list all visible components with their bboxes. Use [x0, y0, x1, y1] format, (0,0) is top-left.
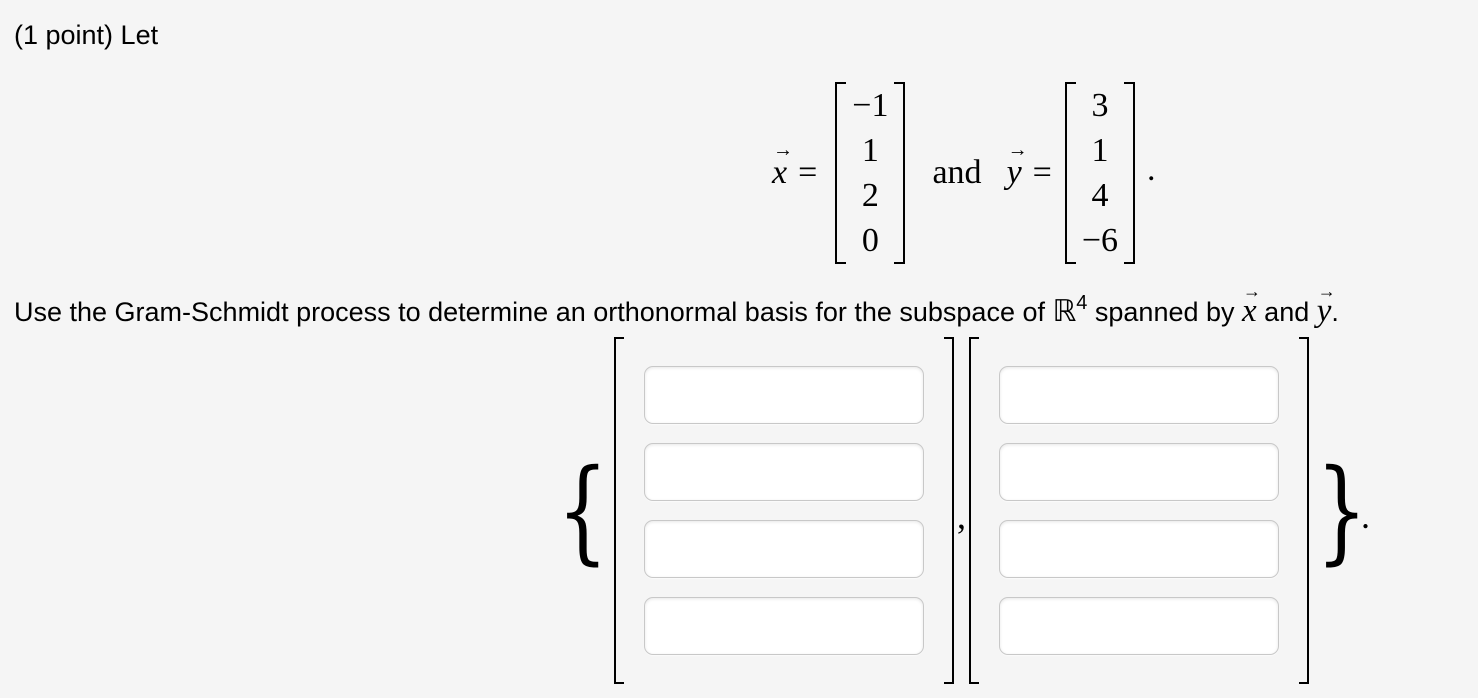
real-numbers-symbol: ℝ — [1052, 294, 1077, 329]
matrix-left-bracket — [1064, 82, 1076, 264]
vector-x-symbol-inline: →x — [1242, 282, 1261, 329]
vector-x-symbol: →x — [772, 140, 793, 191]
set-close-brace: } — [1316, 445, 1368, 576]
instruction-segment: Use the Gram-Schmidt process to determin… — [14, 297, 1053, 327]
answer-input-v1-r3[interactable] — [644, 520, 924, 578]
instruction-period: . — [1331, 297, 1339, 327]
answer-input-v2-r3[interactable] — [999, 520, 1279, 578]
vector-arrow-icon: → — [1317, 281, 1336, 301]
vector-y-symbol: →y — [1006, 140, 1028, 191]
answer-input-v1-r1[interactable] — [644, 366, 924, 424]
sentence-final-period: . — [1361, 495, 1370, 536]
instruction-text: Use the Gram-Schmidt process to determin… — [14, 282, 1339, 331]
vector-y-entry: −6 — [1081, 221, 1119, 259]
vector-y-letter: y — [1006, 154, 1022, 191]
answer-input-v2-r4[interactable] — [999, 597, 1279, 655]
vector-y-values: 3 1 4 −6 — [1076, 82, 1124, 264]
answer-vector-2 — [969, 337, 1309, 684]
matrix-right-bracket — [1299, 337, 1309, 684]
vector-arrow-icon: → — [773, 139, 793, 161]
answer-vector-1 — [614, 337, 954, 684]
answer-vector-1-entries — [624, 337, 944, 684]
equation-period: . — [1147, 151, 1156, 188]
equals-sign: = — [798, 154, 818, 191]
vector-x-entry: 0 — [861, 221, 879, 259]
vector-arrow-icon: → — [1007, 139, 1028, 161]
instruction-segment: and — [1256, 297, 1317, 327]
matrix-right-bracket — [1124, 82, 1136, 264]
vector-x-entry: 1 — [861, 131, 879, 169]
equals-sign: = — [1032, 154, 1052, 191]
vector-arrow-icon: → — [1243, 281, 1261, 301]
matrix-right-bracket — [944, 337, 954, 684]
matrix-left-bracket — [969, 337, 979, 684]
vector-y-letter: y — [1316, 293, 1332, 329]
matrix-right-bracket — [894, 82, 906, 264]
answer-input-v1-r2[interactable] — [644, 443, 924, 501]
answer-vector-2-entries — [979, 337, 1299, 684]
exponent: 4 — [1076, 292, 1088, 314]
matrix-left-bracket — [835, 82, 847, 264]
set-open-brace: { — [557, 445, 609, 576]
vector-x-letter: x — [1242, 293, 1257, 329]
answer-input-v2-r2[interactable] — [999, 443, 1279, 501]
vector-x-entry: −1 — [852, 86, 889, 124]
vector-y-symbol-inline: →y — [1316, 282, 1336, 329]
answer-input-v2-r1[interactable] — [999, 366, 1279, 424]
vector-x-letter: x — [772, 154, 788, 191]
vector-separator-comma: , — [957, 495, 966, 536]
vector-x-values: −1 1 2 0 — [846, 82, 894, 264]
vector-x-matrix: −1 1 2 0 — [835, 82, 906, 264]
vector-y-entry: 4 — [1091, 176, 1109, 214]
answer-input-v1-r4[interactable] — [644, 597, 924, 655]
vector-y-matrix: 3 1 4 −6 — [1064, 82, 1136, 264]
problem-points-label: (1 point) Let — [14, 20, 159, 50]
vector-y-entry: 1 — [1091, 131, 1109, 169]
instruction-segment: spanned by — [1087, 297, 1243, 327]
matrix-left-bracket — [614, 337, 624, 684]
vector-definition-equation: →x = −1 1 2 0 and →y = 3 1 4 −6 . — [772, 82, 1156, 264]
conjunction-text: and — [932, 154, 982, 191]
vector-y-entry: 3 — [1091, 86, 1109, 124]
answer-region: { , } . — [557, 337, 1370, 684]
vector-x-entry: 2 — [861, 176, 879, 214]
